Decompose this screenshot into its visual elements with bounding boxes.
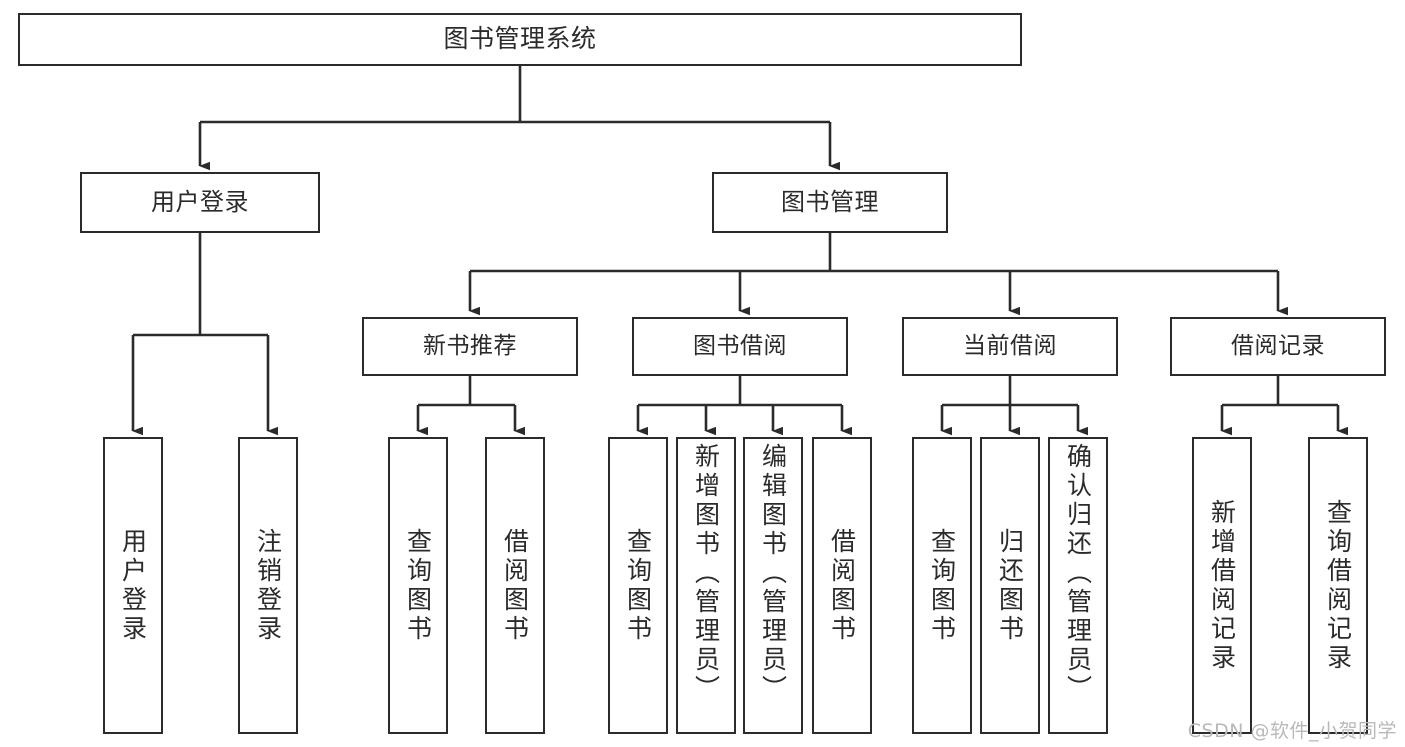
- watermark: CSDN @软件_小贺同学: [1187, 720, 1397, 742]
- node-root-book-management-system[interactable]: 图书管理系统: [18, 13, 1022, 66]
- node-label: 图书借阅: [693, 333, 787, 360]
- node-leaf-return-book[interactable]: 归还图书: [980, 437, 1040, 734]
- node-leaf-edit-book-admin[interactable]: 编辑图书（管理员）: [743, 437, 803, 734]
- node-label: 图书管理系统: [443, 24, 597, 54]
- node-label: 借阅记录: [1231, 333, 1325, 360]
- node-book-management[interactable]: 图书管理: [712, 172, 948, 233]
- node-label: 查询图书: [623, 527, 653, 644]
- node-label: 查询图书: [927, 527, 957, 644]
- node-leaf-add-book-admin[interactable]: 新增图书（管理员）: [676, 437, 736, 734]
- node-label: 确认归还（管理员）: [1063, 443, 1093, 704]
- node-label: 编辑图书（管理员）: [758, 443, 788, 704]
- node-current-borrow[interactable]: 当前借阅: [902, 317, 1118, 376]
- node-label: 新书推荐: [423, 333, 517, 360]
- node-leaf-user-login[interactable]: 用户登录: [103, 437, 163, 734]
- node-label: 新增图书（管理员）: [691, 443, 721, 704]
- node-leaf-add-borrow-record[interactable]: 新增借阅记录: [1192, 437, 1252, 734]
- node-leaf-borrow-book[interactable]: 借阅图书: [812, 437, 872, 734]
- node-label: 当前借阅: [963, 333, 1057, 360]
- node-label: 借阅图书: [500, 527, 530, 644]
- node-label: 借阅图书: [827, 527, 857, 644]
- node-label: 图书管理: [781, 187, 879, 216]
- node-new-book-recommend[interactable]: 新书推荐: [362, 317, 578, 376]
- node-label: 注销登录: [253, 527, 283, 644]
- node-label: 用户登录: [151, 187, 249, 216]
- node-label: 用户登录: [118, 527, 148, 644]
- node-leaf-query-book-recommend[interactable]: 查询图书: [388, 437, 448, 734]
- node-leaf-confirm-return-admin[interactable]: 确认归还（管理员）: [1048, 437, 1108, 734]
- node-borrow-record[interactable]: 借阅记录: [1170, 317, 1386, 376]
- node-book-borrow[interactable]: 图书借阅: [632, 317, 848, 376]
- node-leaf-borrow-book-recommend[interactable]: 借阅图书: [485, 437, 545, 734]
- node-label: 新增借阅记录: [1207, 498, 1237, 673]
- node-user-login[interactable]: 用户登录: [80, 172, 320, 233]
- node-label: 归还图书: [995, 527, 1025, 644]
- node-leaf-logout[interactable]: 注销登录: [238, 437, 298, 734]
- node-label: 查询借阅记录: [1323, 498, 1353, 673]
- node-leaf-query-borrow-record[interactable]: 查询借阅记录: [1308, 437, 1368, 734]
- node-label: 查询图书: [403, 527, 433, 644]
- node-leaf-query-book-borrow[interactable]: 查询图书: [608, 437, 668, 734]
- node-leaf-query-book-current[interactable]: 查询图书: [912, 437, 972, 734]
